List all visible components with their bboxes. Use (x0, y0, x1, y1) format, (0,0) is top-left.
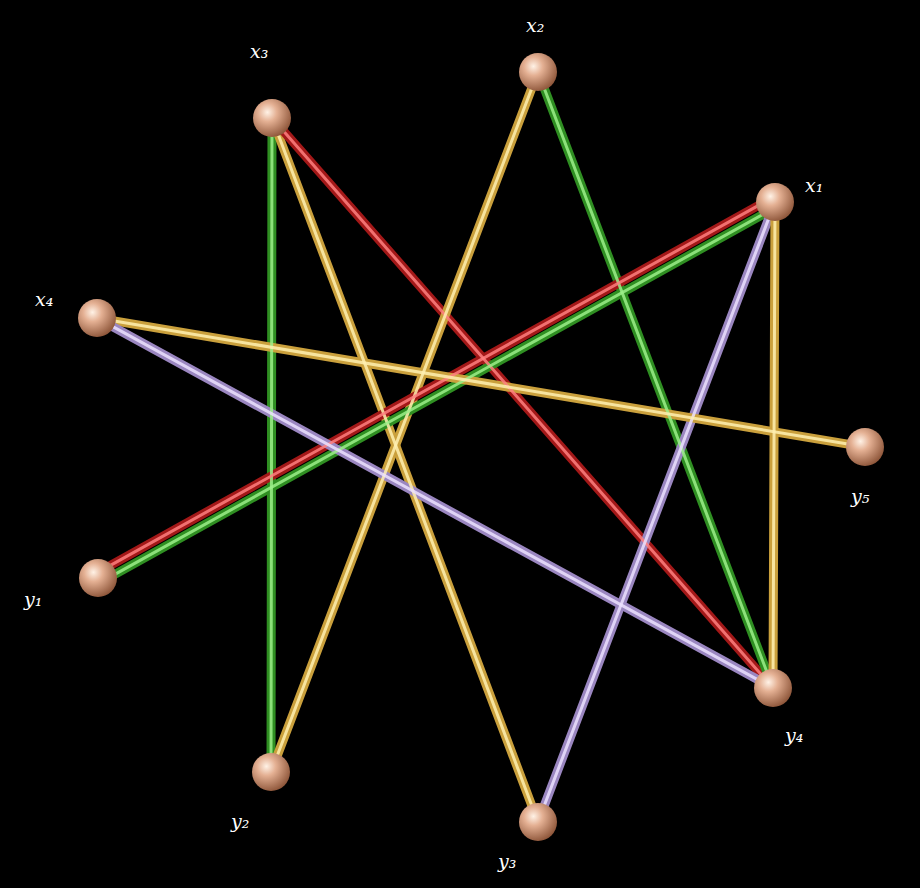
graph-vertex: x₄ (77, 298, 117, 338)
vertex-sphere (77, 298, 117, 338)
edge-highlight (773, 218, 775, 672)
vertex-label: y₃ (498, 852, 516, 871)
graph-vertex: y₃ (518, 802, 558, 842)
graph-vertex: x₁ (755, 182, 795, 222)
graph-vertex: y₂ (251, 752, 291, 792)
vertex-sphere (251, 752, 291, 792)
edge-highlight (278, 133, 533, 807)
vertex-sphere (755, 182, 795, 222)
vertex-label: x₃ (250, 42, 268, 61)
graph-vertex: x₂ (518, 52, 558, 92)
edge-highlight (283, 130, 763, 676)
vertex-label: x₁ (805, 176, 823, 195)
vertex-label: y₂ (231, 812, 249, 831)
vertex-label: x₄ (35, 290, 53, 309)
graph-vertex: y₄ (753, 668, 793, 708)
graph-vertex: y₁ (78, 558, 118, 598)
graph-edge (773, 218, 775, 672)
edge-highlight (111, 326, 759, 681)
vertex-sphere (518, 802, 558, 842)
vertex-sphere (78, 558, 118, 598)
graph-vertex: x₃ (252, 98, 292, 138)
graph-edge (267, 134, 277, 756)
graph-edge (278, 133, 533, 807)
edge-highlight (270, 134, 274, 756)
graph-edge (114, 214, 763, 574)
vertex-sphere (518, 52, 558, 92)
edge-highlight (110, 205, 759, 565)
edge-highlight (544, 217, 770, 807)
vertex-sphere (753, 668, 793, 708)
edge-highlight (113, 321, 849, 445)
vertex-sphere (252, 98, 292, 138)
graph-edge (283, 130, 763, 676)
vertex-label: y₄ (785, 726, 803, 745)
edge-highlight (544, 87, 768, 673)
vertex-sphere (845, 427, 885, 467)
edge-highlight (277, 87, 533, 757)
vertex-label: x₂ (526, 16, 544, 35)
edge-highlight (114, 214, 763, 574)
graph-edge (111, 326, 759, 681)
graph-edge (277, 87, 533, 757)
graph-vertex: y₅ (845, 427, 885, 467)
vertex-label: y₁ (24, 590, 42, 609)
vertex-label: y₅ (851, 487, 869, 506)
